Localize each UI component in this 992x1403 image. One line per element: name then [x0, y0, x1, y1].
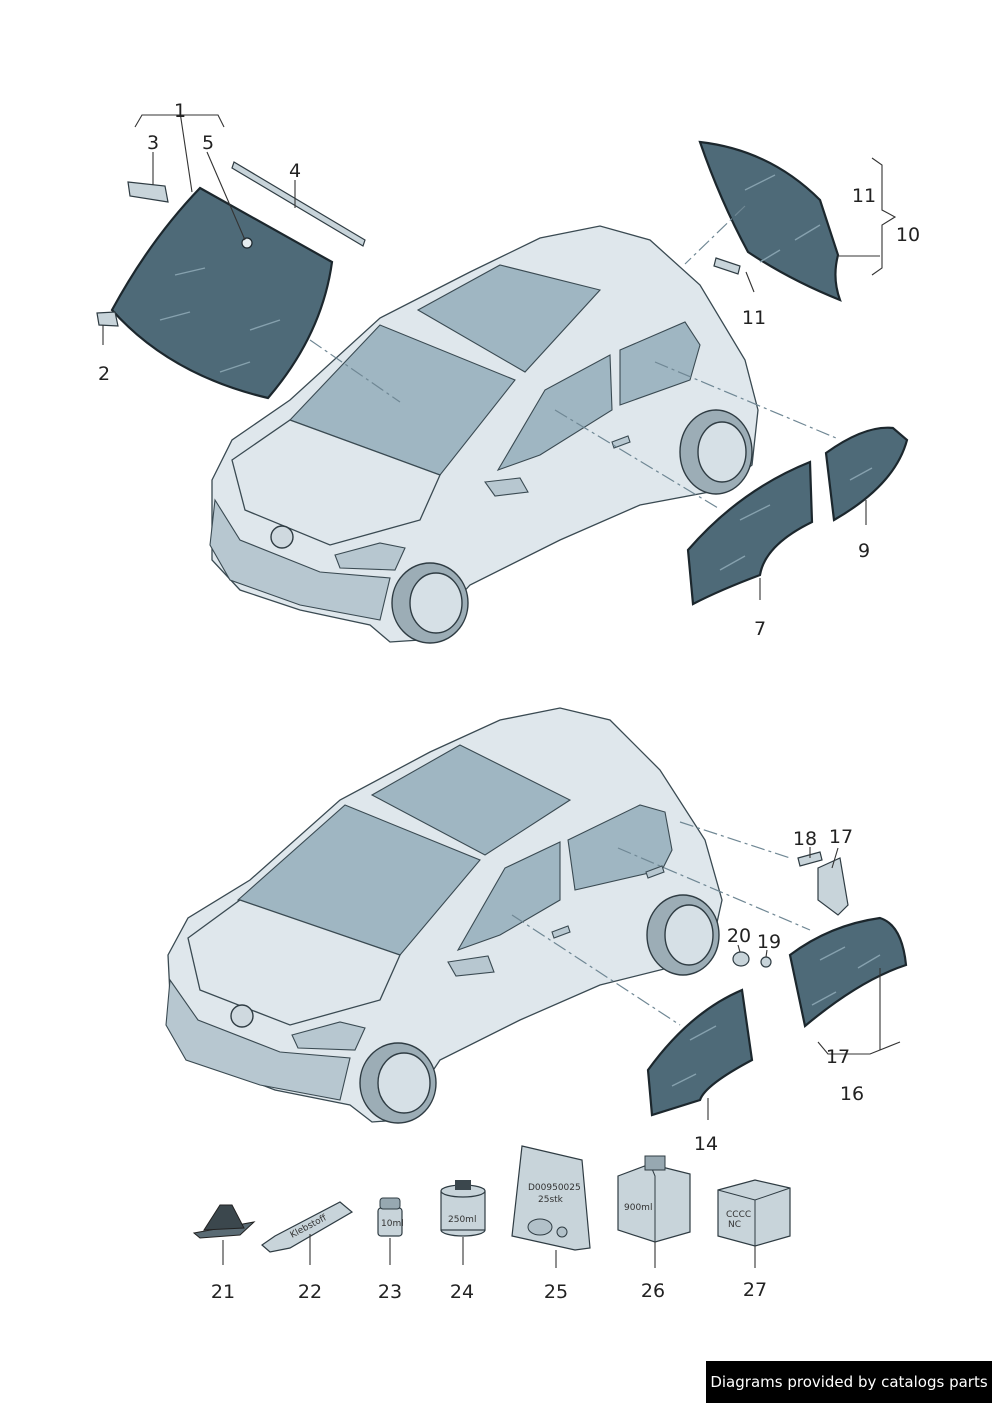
part-24-can: 250ml [440, 1180, 486, 1237]
callout-1: 1 [174, 100, 186, 122]
part-25-bag: D00950025 25stk [511, 1145, 591, 1251]
part-2-clip [96, 311, 119, 327]
part-18-screw [797, 851, 823, 867]
part-11-rear-stud [713, 257, 741, 275]
part-17-hinge [817, 857, 849, 916]
car-illustration-bottom [165, 707, 723, 1124]
callout-26: 26 [641, 1280, 665, 1302]
bag-text-2: 25stk [538, 1195, 564, 1205]
front-door-glass-14 [646, 988, 754, 1117]
callout-4: 4 [289, 160, 301, 182]
callout-20: 20 [727, 925, 751, 947]
rear-quarter-glass-16 [788, 916, 908, 1029]
callout-17-upper: 17 [829, 826, 853, 848]
callout-10: 10 [896, 224, 920, 246]
rear-door-glass-9 [824, 426, 909, 522]
part-22-adhesive-tube: Klebstoff [261, 1201, 354, 1253]
credit-banner: Diagrams provided by catalogs parts [706, 1361, 992, 1403]
part-20-grommet [732, 951, 750, 967]
callout-16: 16 [840, 1083, 864, 1105]
callout-5: 5 [202, 132, 214, 154]
callout-24: 24 [450, 1281, 474, 1303]
can-text: 250ml [448, 1215, 476, 1225]
part-19-clip [760, 956, 772, 968]
part-3-cover [127, 181, 169, 203]
part-21-nozzle [192, 1204, 256, 1239]
callout-21: 21 [211, 1281, 235, 1303]
box-text-2: NC [728, 1220, 741, 1230]
bottle-text: 900ml [624, 1203, 652, 1213]
callout-19: 19 [757, 931, 781, 953]
callout-25: 25 [544, 1281, 568, 1303]
callout-11-lower: 11 [742, 307, 766, 329]
vial-text: 10ml [381, 1219, 404, 1229]
part-4-trim-strip [231, 161, 366, 247]
callout-9: 9 [858, 540, 870, 562]
callout-18: 18 [793, 828, 817, 850]
bag-text-1: D00950025 [528, 1183, 581, 1193]
callout-22: 22 [298, 1281, 322, 1303]
windscreen-part [110, 186, 334, 400]
part-23-vial: 10ml [377, 1197, 404, 1237]
car-illustration-top [209, 225, 759, 644]
callout-27: 27 [743, 1279, 767, 1301]
rear-window-part [698, 140, 842, 302]
front-door-glass-7 [686, 460, 814, 606]
callout-17-lower: 17 [826, 1046, 850, 1068]
part-26-bottle: 900ml [617, 1155, 691, 1243]
callout-2: 2 [98, 363, 110, 385]
callout-14: 14 [694, 1133, 718, 1155]
callout-11-upper: 11 [852, 185, 876, 207]
callout-7: 7 [754, 618, 766, 640]
part-27-box: CCCC NC [717, 1179, 791, 1247]
callout-3: 3 [147, 132, 159, 154]
callout-23: 23 [378, 1281, 402, 1303]
box-text-1: CCCC [726, 1210, 751, 1220]
